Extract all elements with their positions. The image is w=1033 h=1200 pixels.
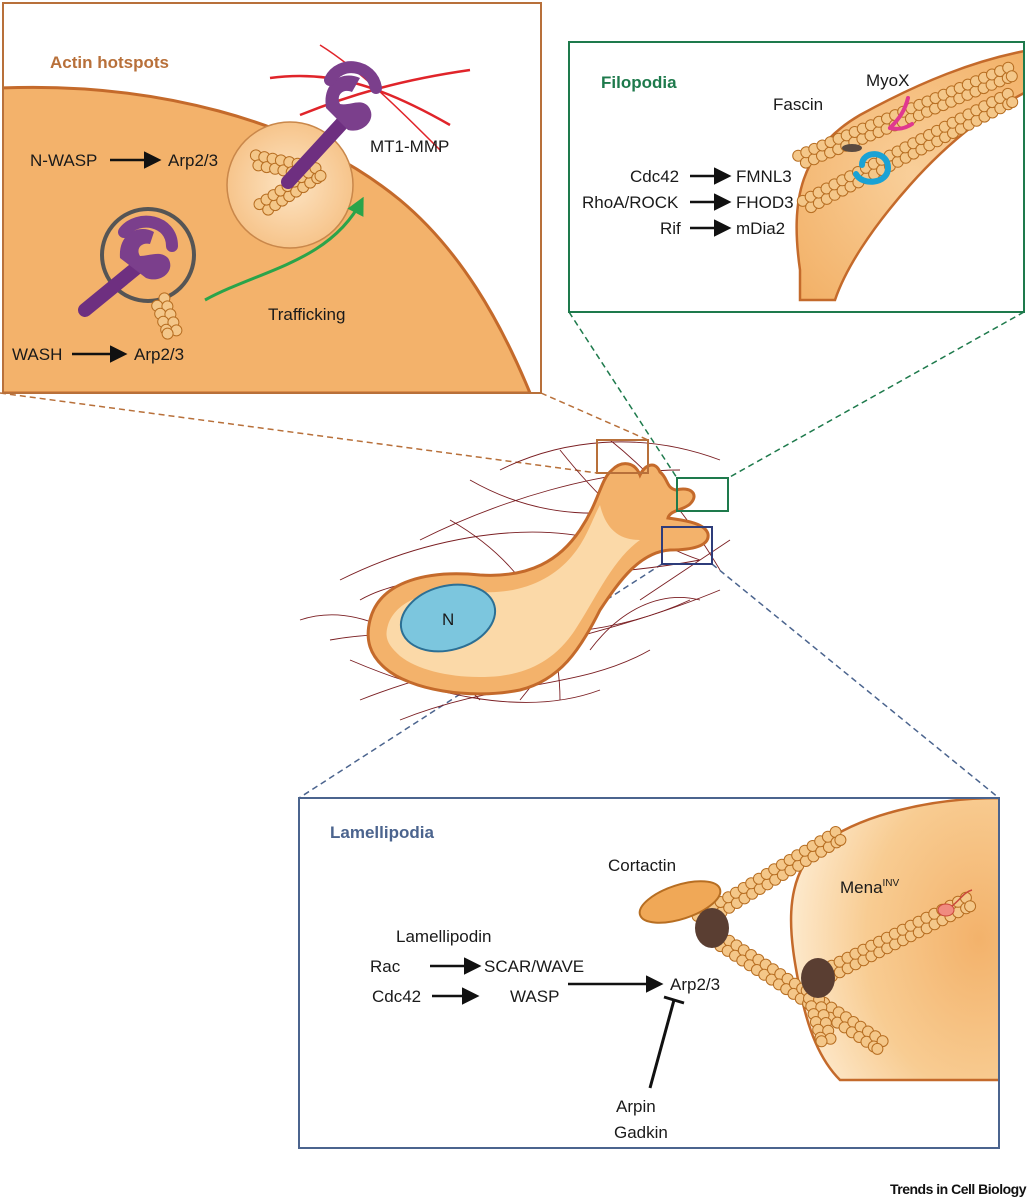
- arpin-label: Arpin: [616, 1097, 656, 1116]
- lamellipodia-panel: Lamellipodia Cortactin MenaINV Lamellipo…: [298, 797, 1000, 1149]
- vesicle: [100, 207, 196, 303]
- actin-hotspots-frame: [2, 2, 542, 394]
- trafficking-arrow: [204, 196, 364, 302]
- actin-bead: [161, 327, 174, 340]
- mdia2-label: mDia2: [736, 219, 785, 238]
- cdc42-label: Cdc42: [630, 167, 679, 186]
- actin-hotspots-panel: Actin hotspots N-WASP Arp2/3 MT1-MMP Tra…: [2, 2, 542, 394]
- fmnl3-label: FMNL3: [736, 167, 792, 186]
- cortactin-protein: [638, 880, 722, 924]
- arp23-label: Arp2/3: [670, 975, 720, 994]
- arp23-label: Arp2/3: [168, 151, 218, 170]
- hotspot-zoom-box: [596, 439, 649, 474]
- ecm-fiber: [499, 441, 721, 471]
- connector-filopodia: [568, 311, 678, 479]
- arp23-complex: [695, 908, 729, 948]
- actin-bead: [834, 834, 847, 846]
- vesicle-receptor: [78, 215, 178, 317]
- arp23-label: Arp2/3: [134, 345, 184, 364]
- actin-bead: [314, 169, 327, 182]
- lamellipodia-title: Lamellipodia: [330, 823, 434, 842]
- actin-bead: [1005, 70, 1018, 83]
- connector-hotspot: [0, 392, 598, 474]
- rhoa-rock-label: RhoA/ROCK: [582, 193, 679, 212]
- scar-wave-label: SCAR/WAVE: [484, 957, 584, 976]
- cdc42-label: Cdc42: [372, 987, 421, 1006]
- cortactin-label: Cortactin: [608, 856, 676, 875]
- filopodia-title: Filopodia: [601, 73, 677, 92]
- ecm-fiber: [339, 531, 601, 581]
- wash-label: WASH: [12, 345, 62, 364]
- myox-label: MyoX: [866, 71, 909, 90]
- actin-bead: [815, 1035, 828, 1048]
- rac-label: Rac: [370, 957, 401, 976]
- fhod3-label: FHOD3: [736, 193, 794, 212]
- arp23-complex: [801, 958, 835, 998]
- inhibition-bar: [663, 995, 685, 1005]
- actin-bead: [1006, 96, 1019, 109]
- filopodia-frame: [568, 41, 1025, 313]
- migrating-cell: N: [299, 439, 731, 721]
- mt1-mmp-label: MT1-MMP: [370, 137, 449, 156]
- mena-inv-protein: [937, 889, 973, 917]
- ecm-fiber: [639, 539, 731, 601]
- connector-lamellipodia: [711, 563, 1000, 799]
- filopodia-panel: Filopodia Fascin MyoX Cdc42 FMNL3 RhoA/R…: [568, 41, 1025, 313]
- lamellipodia-frame: [298, 797, 1000, 1149]
- rif-label: Rif: [660, 219, 681, 238]
- lamellipodia-zoom-box: [661, 526, 713, 565]
- lamellipodin-label: Lamellipodin: [396, 927, 491, 946]
- ecm-fiber: [349, 659, 601, 703]
- journal-credit: Trends in Cell Biology: [890, 1181, 1027, 1197]
- fascin-crosslink: [842, 144, 862, 152]
- trafficking-label: Trafficking: [268, 305, 345, 324]
- filopodia-zoom-box: [676, 477, 729, 512]
- gadkin-label: Gadkin: [614, 1123, 668, 1142]
- fascin-label: Fascin: [773, 95, 823, 114]
- connector-hotspot: [540, 392, 649, 441]
- wasp-label: WASP: [510, 987, 559, 1006]
- actin-filament-short: [151, 292, 183, 340]
- mena-label: MenaINV: [840, 878, 900, 897]
- mt1-mmp-receptor: [281, 61, 382, 189]
- ecm-fiber: [589, 597, 701, 651]
- myox-motor: [888, 96, 914, 131]
- nucleus: [399, 583, 497, 653]
- actin-hotspots-title: Actin hotspots: [50, 53, 169, 72]
- actin-bead: [964, 900, 977, 913]
- inhibition-line: [648, 999, 676, 1089]
- connector-filopodia: [727, 311, 1025, 479]
- fascin-actin-bundle: [792, 61, 1019, 214]
- actin-bead: [871, 1042, 884, 1055]
- n-wasp-label: N-WASP: [30, 151, 97, 170]
- formin-ring: [853, 151, 892, 185]
- nucleus-label: N: [442, 610, 454, 629]
